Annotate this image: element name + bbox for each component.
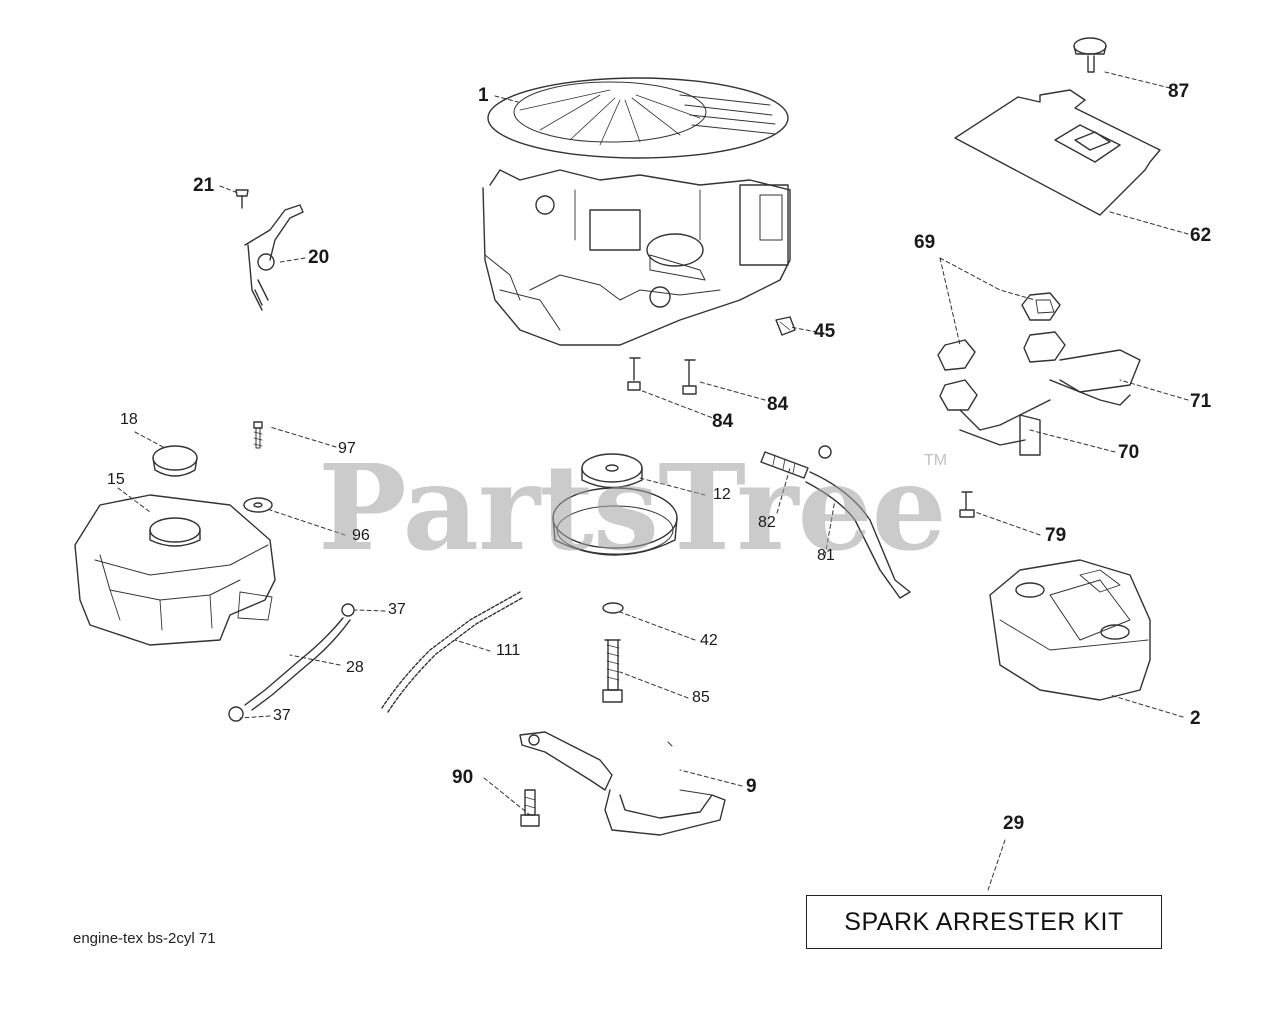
hose-111-drawing [381, 591, 523, 713]
callout-70: 70 [1118, 442, 1140, 463]
callout-15: 15 [107, 471, 125, 488]
callout-62: 62 [1190, 225, 1212, 246]
callout-18: 18 [120, 411, 138, 428]
throttle-control-drawing [235, 189, 304, 311]
cover-plate-drawing [954, 37, 1161, 216]
diagram-code: engine-tex bs-2cyl 71 [73, 930, 216, 947]
callout-90: 90 [452, 767, 474, 788]
callout-84-lower: 84 [712, 411, 734, 432]
fuel-cap-drawing [152, 445, 198, 477]
callout-84-upper: 84 [767, 394, 789, 415]
fitting-45-drawing [775, 316, 796, 336]
bolts-84-drawing [627, 357, 697, 395]
callout-85: 85 [692, 689, 710, 706]
washer-96-drawing [243, 497, 273, 513]
parts-tree-watermark: PartsTree [318, 438, 947, 577]
trademark-symbol: TM [924, 452, 948, 469]
callout-28: 28 [346, 659, 364, 676]
callout-45: 45 [814, 321, 836, 342]
callout-96: 96 [352, 527, 370, 544]
callout-87: 87 [1168, 81, 1190, 102]
callout-97: 97 [338, 440, 356, 457]
callout-37-upper: 37 [388, 601, 406, 618]
callout-71: 71 [1190, 391, 1212, 412]
callout-29: 29 [1003, 813, 1025, 834]
callout-1: 1 [478, 85, 489, 106]
bolt-85-drawing [602, 602, 624, 703]
callout-79: 79 [1045, 525, 1067, 546]
fuel-tank-drawing [74, 494, 276, 646]
spark-arrester-kit-box[interactable]: SPARK ARRESTER KIT [806, 895, 1162, 949]
callout-42: 42 [700, 632, 718, 649]
callout-81: 81 [817, 547, 835, 564]
callout-69: 69 [914, 232, 936, 253]
callout-12: 12 [713, 486, 731, 503]
bolt-90-drawing [520, 789, 540, 827]
leader-lines [117, 71, 1189, 891]
fuel-hose-28-drawing [228, 603, 355, 722]
muffler-drawing [989, 559, 1151, 701]
callout-111: 111 [496, 642, 521, 659]
bracket-9-drawing [519, 731, 726, 836]
screw-97-drawing [253, 421, 263, 449]
pulley-drawing [552, 453, 678, 556]
callout-2: 2 [1190, 708, 1201, 729]
callout-21: 21 [193, 175, 215, 196]
callout-20: 20 [308, 247, 330, 268]
engine-drawing [482, 77, 791, 346]
fuel-valve-drawing [760, 445, 911, 599]
callout-37-lower: 37 [273, 707, 291, 724]
exhaust-manifold-drawing [937, 292, 1141, 456]
callout-9: 9 [746, 776, 757, 797]
bolt-79-drawing [959, 491, 975, 518]
callout-82: 82 [758, 514, 776, 531]
